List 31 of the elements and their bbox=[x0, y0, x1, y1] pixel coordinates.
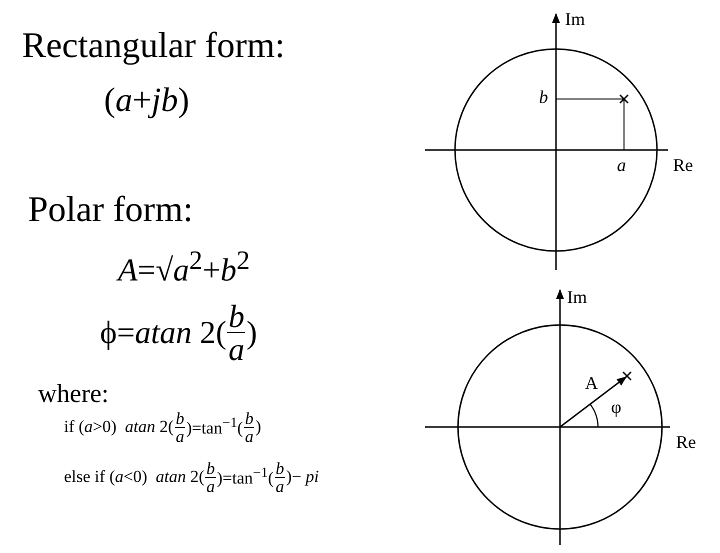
axis-label: Im bbox=[565, 10, 585, 30]
fraction-denominator: a bbox=[244, 428, 254, 445]
formula: )=tan$^{−1}$( bbox=[186, 416, 243, 439]
formula: A=√a$^{2}$+b$^{2}$ bbox=[118, 246, 250, 288]
formula: if (a>0) atan 2( bbox=[64, 418, 174, 437]
fraction-numerator: b bbox=[205, 460, 216, 478]
vector-label: A bbox=[585, 374, 598, 394]
fraction-numerator: b bbox=[244, 410, 254, 428]
axis-label: Re bbox=[676, 433, 696, 453]
fraction-denominator: a bbox=[227, 333, 246, 365]
point-label: b bbox=[539, 88, 548, 108]
fraction-denominator: a bbox=[205, 478, 216, 495]
angle-label: φ bbox=[611, 398, 622, 418]
note-text: where: bbox=[38, 380, 109, 409]
formula: else if (a<0) atan 2( bbox=[64, 468, 204, 487]
formula: )=tan$^{−1}$( bbox=[216, 466, 274, 489]
formula: ϕ=atan 2( bbox=[100, 314, 226, 350]
fraction-numerator: b bbox=[227, 300, 246, 333]
point-label: a bbox=[617, 156, 626, 176]
formula: )− pi bbox=[286, 468, 319, 487]
formula: ) bbox=[246, 314, 258, 350]
formula: ) bbox=[255, 418, 262, 437]
axis-label: Re bbox=[673, 156, 693, 176]
fraction-numerator: b bbox=[174, 410, 186, 428]
fraction-denominator: a bbox=[274, 478, 286, 495]
fraction-denominator: a bbox=[174, 428, 186, 445]
heading: Rectangular form: bbox=[22, 26, 285, 66]
formula: (a+jb) bbox=[104, 82, 190, 120]
heading: Polar form: bbox=[28, 190, 193, 230]
axis-label: Im bbox=[567, 288, 587, 308]
fraction-numerator: b bbox=[274, 460, 286, 478]
